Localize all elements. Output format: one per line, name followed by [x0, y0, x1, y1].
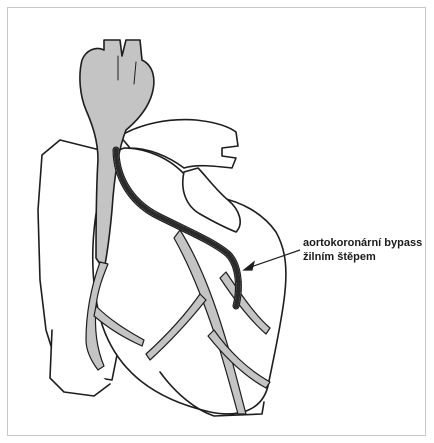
- graft-label-line-1: aortokoronární bypass: [303, 236, 422, 250]
- graft-label-line-2: žilním štěpem: [303, 250, 422, 264]
- graft-label: aortokoronární bypass žilním štěpem: [303, 236, 422, 264]
